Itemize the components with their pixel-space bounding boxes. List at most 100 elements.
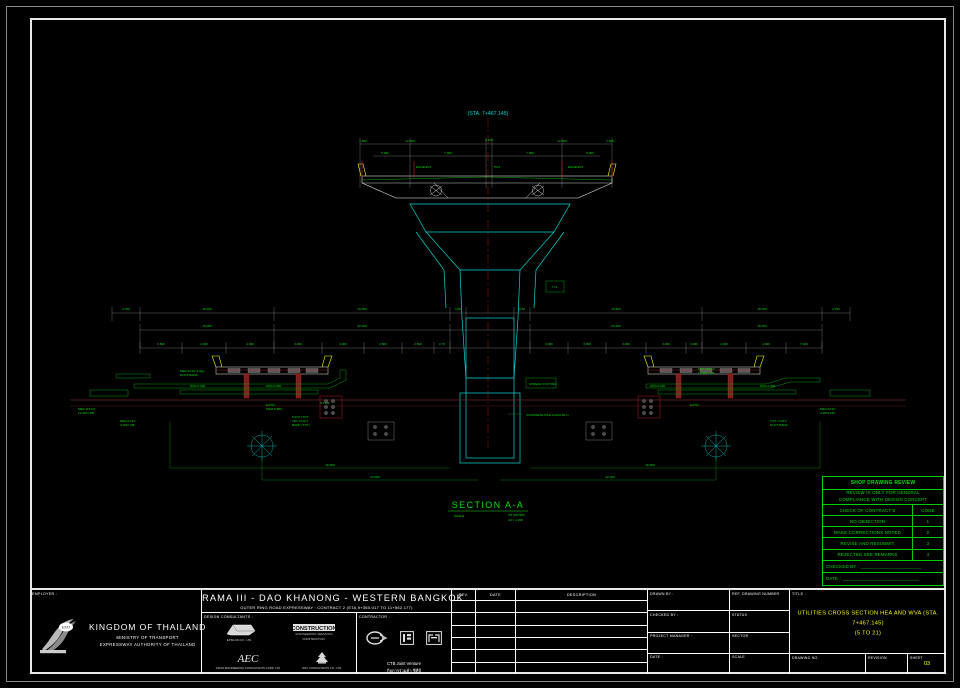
revision-number-cell[interactable]: REVISION <box>866 654 908 674</box>
revision-table: REV. DATE DESCRIPTION <box>452 590 648 674</box>
sheet-inner-border <box>30 18 946 674</box>
drawing-title-block: TITLE : UTILITIES CROSS SECTION HEA AND … <box>790 590 946 674</box>
revision-cell-date <box>476 625 516 637</box>
review-stamp-title: SHOP DRAWING REVIEW <box>823 477 943 491</box>
svg-text:4.300: 4.300 <box>200 342 208 346</box>
svg-text:22.000: 22.000 <box>357 324 367 328</box>
svg-text:PC3: PC3 <box>494 165 500 169</box>
review-date-line[interactable]: DATE : _____________________________ <box>826 576 920 582</box>
signature-right-label: STATUS <box>732 612 748 617</box>
signature-row-date[interactable]: DATE : SCALE <box>648 653 789 674</box>
svg-text:16.000: 16.000 <box>202 324 212 328</box>
review-option-label: MAKE CORRECTIONS NOTED <box>823 527 913 538</box>
svg-text:MEA 115-kV: MEA 115-kV <box>698 367 716 371</box>
revision-cell-date <box>476 601 516 613</box>
revision-row[interactable] <box>452 650 647 663</box>
bottom-dim-values: 16.500 16.500 22.000 22.000 <box>325 463 655 479</box>
svg-text:3.500: 3.500 <box>157 342 165 346</box>
svg-text:4.300: 4.300 <box>762 342 770 346</box>
review-code-header: CODE <box>921 507 935 513</box>
review-checked-by-line[interactable]: CHECKED BY : _______________________ <box>823 561 943 573</box>
signature-label: DATE : <box>648 653 730 674</box>
bottom-leader-lines <box>169 422 821 481</box>
svg-text:2.500: 2.500 <box>379 342 387 346</box>
review-option-make-corrections[interactable]: MAKE CORRECTIONS NOTED 2 <box>823 527 943 539</box>
svg-text:4.750: 4.750 <box>832 307 840 311</box>
revision-row[interactable] <box>452 601 647 614</box>
contractor-logos-row <box>357 619 451 657</box>
sheet-label: SHEET <box>910 655 923 660</box>
signature-row-drawn-by[interactable]: DRAWN BY : REF. DRAWING NUMBER <box>648 590 789 612</box>
drawing-title-area: TITLE : UTILITIES CROSS SECTION HEA AND … <box>790 590 946 654</box>
revision-table-header: REV. DATE DESCRIPTION <box>452 590 647 601</box>
svg-text:3.000: 3.000 <box>662 342 670 346</box>
svg-text:1.500: 1.500 <box>359 139 367 143</box>
drawing-number-cell[interactable]: DRAWING NO. <box>790 654 866 674</box>
pier-column <box>465 317 515 459</box>
svg-text:3.000: 3.000 <box>545 342 553 346</box>
svg-text:WVA 0.300: WVA 0.300 <box>190 384 206 388</box>
review-option-label: REJECTED SEE REMARKS <box>823 549 913 560</box>
svg-text:12.350: 12.350 <box>405 139 415 143</box>
review-option-code: 4 <box>926 552 930 558</box>
employer-tag: EMPLOYER : <box>32 591 57 596</box>
svg-text:4-WAY DB: 4-WAY DB <box>820 411 835 415</box>
signature-row-project-manager[interactable]: PROJECT MANAGER : SECTOR <box>648 632 789 654</box>
revision-row[interactable] <box>452 662 647 674</box>
svg-text:WVA 0.300: WVA 0.300 <box>760 384 776 388</box>
svg-text:7.400: 7.400 <box>800 342 808 346</box>
svg-text:3.000: 3.000 <box>690 342 698 346</box>
revision-cell-rev <box>452 662 476 674</box>
revision-row[interactable] <box>452 613 647 626</box>
svg-text:4.300: 4.300 <box>246 342 254 346</box>
design-consultants-pane: DESIGN CONSULTANTS : EPSILON CO., LTD. <box>202 613 357 674</box>
review-option-revise-resubmit[interactable]: REVISE AND RESUBMIT 3 <box>823 538 943 550</box>
revision-cell-description <box>516 601 647 612</box>
consultant-entry-way: WAY CONSULTANTS CO., LTD. <box>302 651 342 670</box>
review-subtitle-line1: REVIEW IS ONLY FOR GENERAL <box>846 490 920 496</box>
svg-text:MEA 24-kV: MEA 24-kV <box>820 407 836 411</box>
spread-footing-note: SPREAD FOOTING <box>529 382 557 386</box>
sheet-number-cell[interactable]: SHEET 03 <box>908 654 946 674</box>
consultant-caption: EPSILON CO., LTD. <box>226 639 253 643</box>
consultant-entry-aec: AEC ASIAN ENGINEERING CONSULTANTS CORP. … <box>216 651 281 670</box>
aec-logo-icon: AEC <box>228 651 268 665</box>
svg-text:15.000: 15.000 <box>757 307 767 311</box>
revision-row[interactable] <box>452 625 647 638</box>
revision-col-description: DESCRIPTION <box>566 593 597 597</box>
svg-text:NT DB: NT DB <box>320 401 329 405</box>
revision-cell-date <box>476 650 516 662</box>
svg-text:22.000: 22.000 <box>611 324 621 328</box>
signature-row-checked-by[interactable]: CHECKED BY : STATUS <box>648 611 789 633</box>
svg-text:AEC: AEC <box>237 653 259 665</box>
section-scale-line2: A3 = 1:200 <box>508 518 523 522</box>
signature-label: PROJECT MANAGER : <box>648 632 730 653</box>
drawing-number-label: DRAWING NO. <box>792 655 819 660</box>
revision-cell-rev <box>452 650 476 662</box>
review-option-rejected[interactable]: REJECTED SEE REMARKS 4 <box>823 549 943 561</box>
sheet-outer-border <box>6 6 954 682</box>
signature-right-label: SCALE <box>732 655 746 660</box>
ground-dim-upper-values: 4.750 15.000 19.500 0.60 0.60 19.500 15.… <box>122 307 840 311</box>
footing-note-box <box>525 377 557 389</box>
revision-row[interactable] <box>452 637 647 651</box>
svg-text:0.60: 0.60 <box>519 307 525 311</box>
svg-text:DUCT BANK: DUCT BANK <box>770 423 789 427</box>
right-service-bridge <box>643 355 765 399</box>
deck-barriers <box>357 163 617 177</box>
pier-cap <box>409 203 571 309</box>
drawing-title-text: UTILITIES CROSS SECTION HEA AND WVA (STA… <box>790 608 946 638</box>
svg-text:MEA 115-kV: MEA 115-kV <box>78 407 96 411</box>
svg-text:0.60: 0.60 <box>455 307 461 311</box>
section-title: SECTION A-A <box>452 500 524 510</box>
left-service-bridge <box>211 355 333 399</box>
review-option-no-objection[interactable]: NO OBJECTION 1 <box>823 516 943 528</box>
contractor-logo-1-icon <box>366 630 388 645</box>
svg-text:TEL. DUCT: TEL. DUCT <box>292 419 308 423</box>
project-block: RAMA III - DAO KHANONG - WESTERN BANGKOK… <box>202 590 463 674</box>
consultant-caption: ASIAN ENGINEERING CONSULTANTS CORP. LTD. <box>215 666 281 670</box>
contractor-logo-3-icon <box>426 630 442 645</box>
revision-cell-description <box>516 638 647 649</box>
svg-text:3.000: 3.000 <box>622 342 630 346</box>
review-stamp-subtitle: REVIEW IS ONLY FOR GENERAL COMPLIANCE WI… <box>823 490 943 505</box>
